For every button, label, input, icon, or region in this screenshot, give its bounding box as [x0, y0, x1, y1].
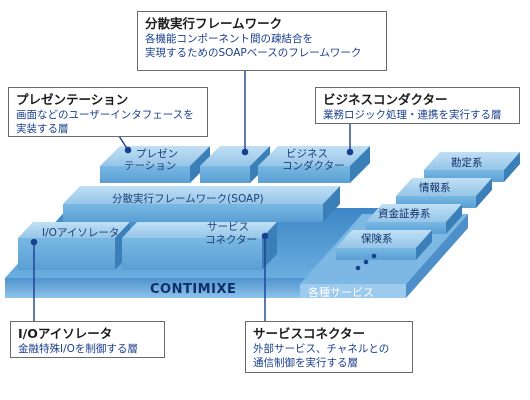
io-isolator-label: I/Oアイソレータ [42, 227, 119, 239]
presentation-callout-desc-2: 実装する層 [16, 123, 69, 135]
svg-text:サービス: サービス [207, 221, 249, 233]
framework-callout-title: 分散実行フレームワーク [145, 16, 283, 31]
framework-label: 分散実行フレームワーク(SOAP) [112, 192, 264, 205]
io-callout-title: I/Oアイソレータ [18, 326, 113, 341]
connector-callout-desc-2: 通信制御を実行する層 [253, 357, 358, 369]
business-callout-title: ビジネスコンダクター [323, 92, 448, 107]
service-slab-accounting: 勘定系 [424, 152, 520, 182]
presentation-block: プレゼン テーション [100, 146, 210, 183]
business-callout-desc: 業務ロジック処理・連携を実行する層 [323, 109, 502, 121]
presentation-callout-desc-1: 画面などのユーザーインタフェースを [16, 109, 194, 121]
svg-text:勘定系: 勘定系 [451, 156, 483, 169]
service-slab-information: 情報系 [396, 178, 492, 208]
svg-text:コネクター: コネクター [205, 234, 257, 246]
connector-callout-title: サービスコネクター [253, 326, 366, 341]
presentation-callout: プレゼンテーション 画面などのユーザーインタフェースを 実装する層 [8, 87, 208, 137]
business-conductor-block: ビジネス コンダクター [258, 146, 370, 183]
services-stack: 勘定系 情報系 資金証券系 保険系 [336, 152, 520, 271]
service-connector-block: サービス コネクター [172, 221, 277, 270]
framework-callout-desc-1: 各機能コンポーネント間の疎結合を [145, 33, 313, 45]
svg-text:ビジネス: ビジネス [286, 148, 328, 160]
ellipsis-dots [355, 253, 377, 271]
svg-text:コンダクター: コンダクター [282, 159, 345, 172]
svg-text:テーション: テーション [124, 160, 176, 172]
framework-block: 分散実行フレームワーク(SOAP) [63, 186, 340, 222]
io-isolator-callout: I/Oアイソレータ 金融特殊I/Oを制御する層 [10, 321, 165, 358]
svg-text:保険系: 保険系 [361, 232, 393, 245]
svg-text:プレゼン: プレゼン [136, 148, 178, 160]
framework-callout-desc-2: 実現するためのSOAPベースのフレームワーク [145, 47, 362, 59]
svg-text:情報系: 情報系 [419, 181, 451, 194]
business-callout: ビジネスコンダクター 業務ロジック処理・連携を実行する層 [315, 87, 520, 124]
io-isolator-block: I/Oアイソレータ [18, 222, 130, 270]
callout-connectors [30, 70, 354, 322]
connector-callout: サービスコネクター 外部サービス、チャネルとの 通信制御を実行する層 [245, 321, 413, 373]
other-services-label: 各種サービス [308, 285, 374, 299]
service-slab-securities: 資金証券系 [366, 204, 462, 234]
svg-text:資金証券系: 資金証券系 [378, 207, 431, 220]
connector-callout-desc-1: 外部サービス、チャネルとの [253, 343, 390, 355]
presentation-callout-title: プレゼンテーション [16, 92, 129, 107]
service-slab-insurance: 保険系 [336, 230, 432, 260]
framework-callout: 分散実行フレームワーク 各機能コンポーネント間の疎結合を 実現するためのSOAP… [137, 11, 387, 71]
io-callout-desc: 金融特殊I/Oを制御する層 [18, 343, 138, 355]
contimixe-label: CONTIMIXE [150, 282, 236, 297]
